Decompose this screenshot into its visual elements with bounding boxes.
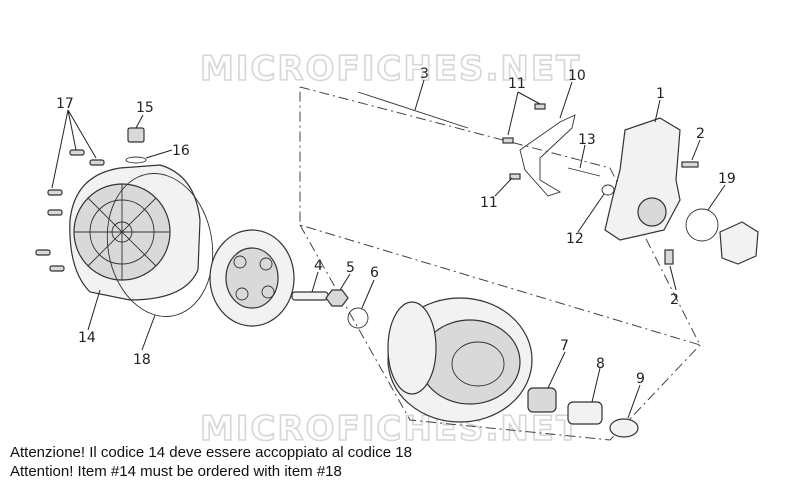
callout-18: 18: [133, 352, 151, 368]
filler-o-ring: [125, 156, 147, 164]
thrust-washer: [609, 418, 639, 438]
hub-nut: [325, 289, 349, 307]
clutch-cover: [69, 164, 201, 301]
watermark-top: MICROFICHES.NET: [200, 49, 581, 89]
control-rod: [357, 91, 469, 129]
bracket-screw-low: [509, 173, 521, 180]
callout-5: 5: [346, 260, 355, 276]
pressure-plate: [209, 229, 295, 327]
housing-screw-upper: [681, 161, 699, 168]
callout-6: 6: [370, 265, 379, 281]
push-rod: [291, 291, 329, 301]
watermark-bottom: MICROFICHES.NET: [200, 409, 581, 449]
callout-15: 15: [136, 100, 154, 116]
note-italian: Attenzione! Il codice 14 deve essere acc…: [10, 444, 412, 461]
assembly-outline-lower: [299, 224, 701, 441]
bracket-screw-mid: [502, 137, 514, 144]
callout-17: 17: [56, 96, 74, 112]
callout-12: 12: [566, 231, 584, 247]
bush: [567, 401, 603, 425]
cover-bolts: [35, 149, 105, 272]
lock-washer: [347, 307, 369, 329]
small-o-ring: [601, 184, 615, 196]
callout-2-upper: 2: [696, 126, 705, 142]
pin: [567, 167, 601, 177]
housing-screw-lower: [664, 249, 674, 265]
cylinder-o-ring: [685, 208, 719, 242]
slave-cylinder: [719, 221, 759, 265]
callout-8: 8: [596, 356, 605, 372]
cover-gasket: [106, 173, 214, 317]
leader-lines: [51, 79, 726, 419]
filler-cap: [127, 127, 145, 143]
callout-16: 16: [172, 143, 190, 159]
callout-2-lower: 2: [670, 292, 679, 308]
callout-4: 4: [314, 258, 323, 274]
callout-11-low: 11: [480, 195, 498, 211]
needle-bearing: [527, 387, 557, 413]
assembly-outline: [299, 86, 701, 346]
note-english: Attention! Item #14 must be ordered with…: [10, 463, 342, 480]
bracket-screw-top: [534, 103, 546, 110]
callout-9: 9: [636, 371, 645, 387]
callout-13: 13: [578, 132, 596, 148]
callout-7: 7: [560, 338, 569, 354]
callout-19: 19: [718, 171, 736, 187]
callout-14: 14: [78, 330, 96, 346]
callout-3: 3: [420, 66, 429, 82]
callout-10: 10: [568, 68, 586, 84]
bracket: [519, 114, 576, 197]
housing-bore: [637, 197, 667, 227]
callout-1: 1: [656, 86, 665, 102]
clutch-basket: [387, 297, 533, 423]
callout-11-top: 11: [508, 76, 526, 92]
